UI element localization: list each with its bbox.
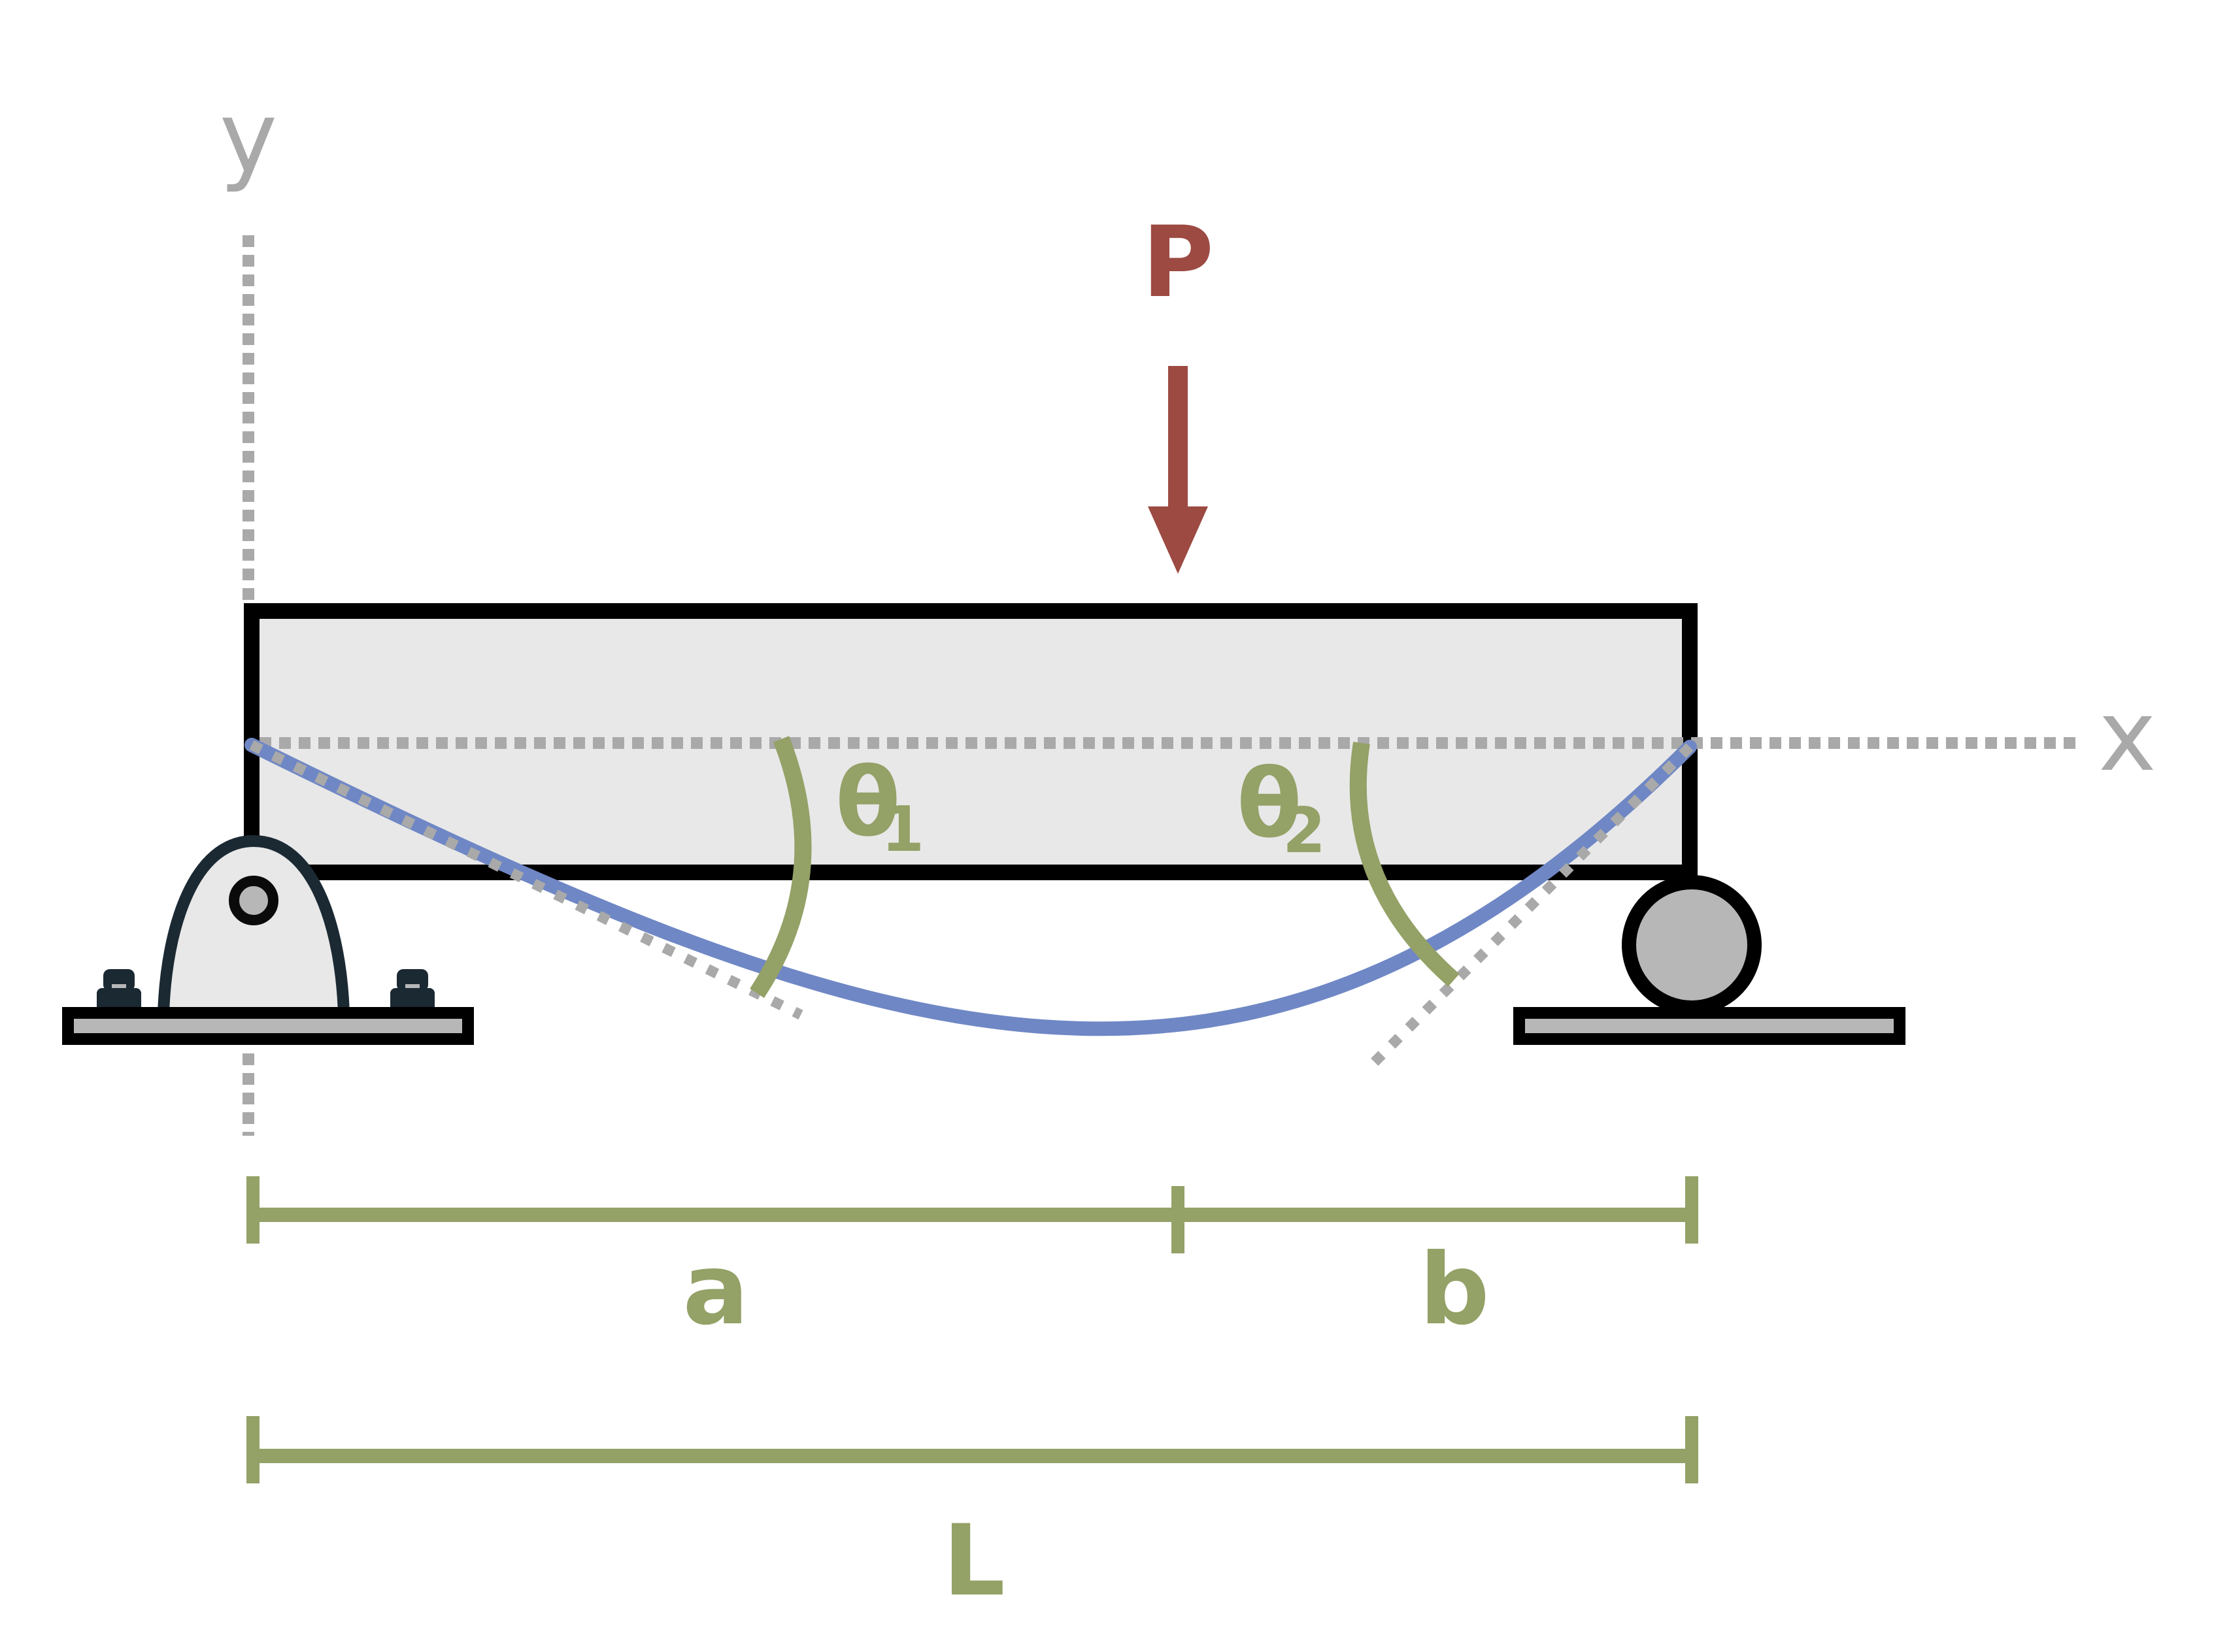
load-arrow-head-icon xyxy=(1148,506,1208,574)
point-load: P xyxy=(1142,206,1214,574)
bolt-cap xyxy=(397,969,428,991)
theta2-symbol: θ xyxy=(1237,749,1302,859)
theta1-subscript: 1 xyxy=(881,794,924,866)
pin-hole-icon xyxy=(229,876,278,925)
dimension-a-b: a b xyxy=(246,1176,1698,1347)
bolt-body xyxy=(390,988,435,1012)
load-label: P xyxy=(1142,206,1214,320)
theta2-arc xyxy=(1349,741,1460,987)
theta1-arc xyxy=(750,736,812,999)
tangent-line-left xyxy=(249,740,803,1020)
pin-support xyxy=(62,834,474,1045)
anchor-bolt-left xyxy=(97,969,141,1012)
roller-wheel xyxy=(1622,875,1762,1015)
tangent-line-right xyxy=(1367,743,1694,1070)
dimension-a-label: a xyxy=(682,1233,748,1347)
deflection-curve xyxy=(244,738,1697,1036)
pin-base-plate xyxy=(62,1007,474,1045)
theta1-label: θ 1 xyxy=(835,748,924,866)
pin-support-dome xyxy=(158,834,350,1015)
dimension-L: L xyxy=(246,1416,1698,1618)
bolt-body xyxy=(97,988,141,1012)
load-arrow-stem xyxy=(1168,366,1188,511)
theta1-symbol: θ xyxy=(835,748,901,858)
x-axis-label: x xyxy=(2098,680,2156,793)
bolt-cap xyxy=(103,969,135,991)
dimension-L-label: L xyxy=(943,1504,1005,1618)
y-axis-label: y xyxy=(220,81,278,195)
roller-support xyxy=(1513,875,1905,1045)
anchor-bolt-right xyxy=(390,969,435,1012)
theta2-subscript: 2 xyxy=(1283,795,1326,867)
dimension-b-label: b xyxy=(1419,1233,1489,1347)
roller-base-plate xyxy=(1513,1007,1905,1045)
theta2-label: θ 2 xyxy=(1237,749,1326,867)
